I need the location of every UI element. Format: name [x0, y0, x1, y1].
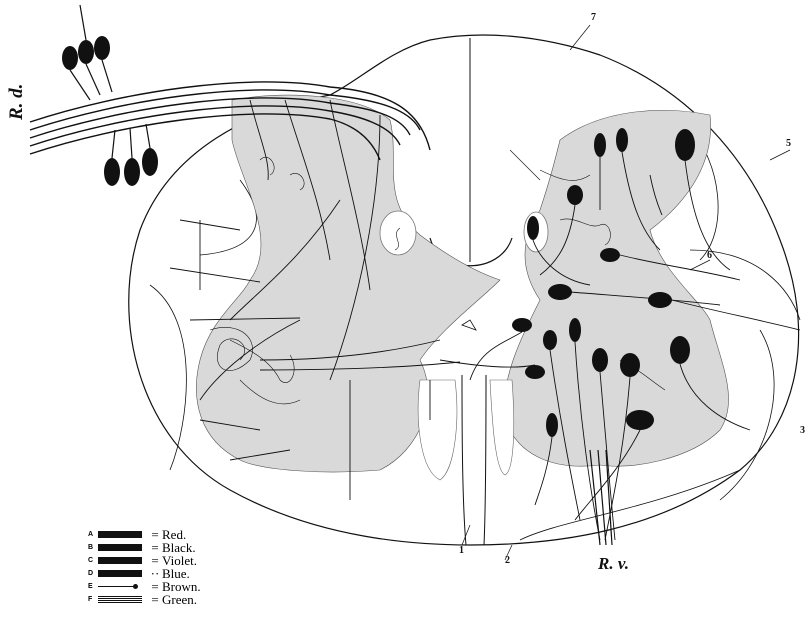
legend-letter: E [88, 580, 98, 593]
legend-swatch-dotline [98, 583, 142, 590]
ventral-root-label: R. v. [598, 554, 629, 574]
label-2: 2 [505, 555, 510, 566]
label-3: 3 [800, 425, 805, 436]
dorsal-ganglion-cells [62, 36, 158, 186]
legend-color-name: Green. [162, 593, 197, 606]
dorsal-root-label: R. d. [6, 84, 28, 120]
clarke-nucleus [380, 211, 416, 255]
legend-equals: = [148, 593, 162, 606]
legend-letter: C [88, 554, 98, 567]
legend-letter: B [88, 541, 98, 554]
legend-letter: F [88, 593, 98, 606]
label-1: 1 [459, 545, 464, 556]
ganglion-stems [70, 5, 150, 158]
legend-swatch-solid [98, 557, 142, 564]
label-5: 5 [786, 138, 791, 149]
legend-letter: A [88, 528, 98, 541]
legend-swatch-solid [98, 531, 142, 538]
label-7: 7 [591, 12, 596, 23]
color-legend: A = Red. B = Black. C = Violet. D ·· Blu… [88, 528, 288, 606]
label-6: 6 [707, 250, 712, 261]
legend-swatch-solid [98, 544, 142, 551]
legend-row-green: F = Green. [88, 593, 288, 606]
legend-letter: D [88, 567, 98, 580]
legend-swatch-solid [98, 570, 142, 577]
legend-swatch-striped [98, 596, 142, 603]
